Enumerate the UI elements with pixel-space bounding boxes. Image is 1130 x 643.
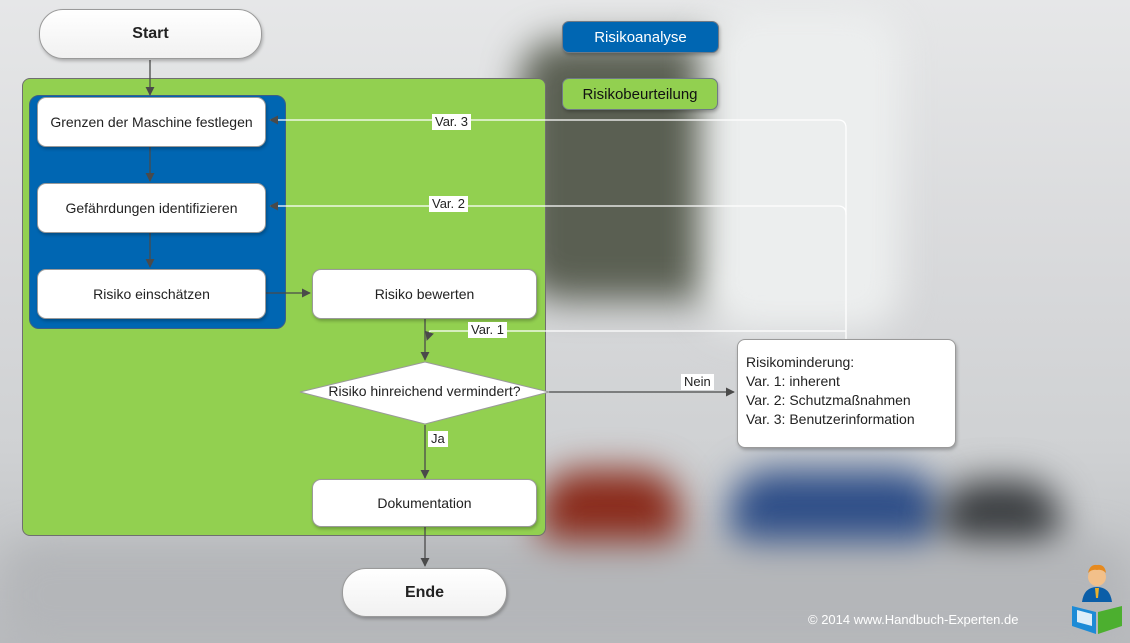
end-node: Ende — [342, 568, 507, 617]
handbuch-experten-logo-icon — [1072, 564, 1122, 634]
estimate-risk-node: Risiko einschätzen — [37, 269, 266, 319]
identify-hazards-node: Gefährdungen identifizieren — [37, 183, 266, 233]
edge-label-var1: Var. 1 — [468, 322, 508, 338]
edge-label-var3: Var. 3 — [432, 114, 472, 130]
edge-label-no: Nein — [681, 374, 714, 390]
edge-label-var2: Var. 2 — [429, 196, 469, 212]
evaluate-risk-node: Risiko bewerten — [312, 269, 537, 319]
decision-label: Risiko hinreichend vermindert? — [328, 383, 521, 399]
edge-label-yes: Ja — [428, 431, 448, 447]
copyright-text: © 2014 www.Handbuch-Experten.de — [808, 612, 1019, 627]
edge-var3 — [269, 115, 847, 339]
define-machine-limits-node: Grenzen der Maschine festlegen — [37, 97, 266, 147]
edge-var1 — [425, 330, 846, 341]
risk-reduction-item: Var. 2: Schutzmaßnahmen — [746, 392, 911, 408]
edge-var2 — [269, 201, 847, 215]
legend-risk-analysis: Risikoanalyse — [562, 21, 719, 53]
start-node: Start — [39, 9, 262, 59]
risk-reduction-item: Var. 3: Benutzerinformation — [746, 411, 915, 427]
risk-reduction-box: Risikominderung: Var. 1: inherent Var. 2… — [737, 339, 956, 448]
legend-risk-assessment: Risikobeurteilung — [562, 78, 718, 110]
documentation-node: Dokumentation — [312, 479, 537, 527]
risk-reduction-item: Var. 1: inherent — [746, 373, 840, 389]
risk-reduction-title: Risikominderung: — [746, 354, 855, 370]
